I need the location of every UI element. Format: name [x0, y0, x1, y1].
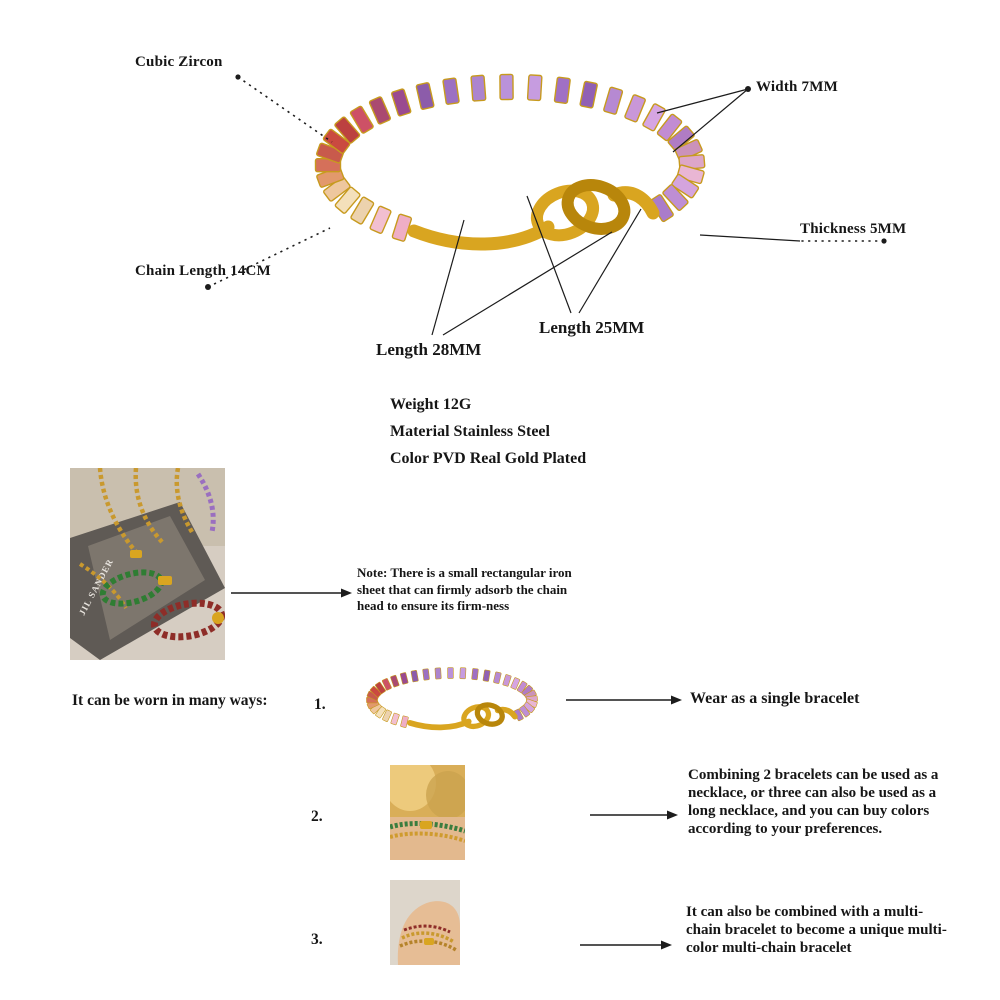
- thickness-dot: [881, 238, 887, 244]
- way1-description: Wear as a single bracelet: [690, 690, 860, 707]
- way1-number: 1.: [314, 696, 326, 713]
- note-arrowhead-icon: [341, 588, 352, 598]
- chain-length-dot: [205, 284, 211, 290]
- way3-description: It can also be combined with a multi-cha…: [686, 904, 947, 956]
- ways-intro: It can be worn in many ways:: [72, 692, 268, 709]
- callout-width: Width 7MM: [756, 79, 838, 95]
- callout-length-28: Length 28MM: [376, 340, 482, 359]
- callout-cubic-zircon: Cubic Zircon: [135, 54, 223, 70]
- product-photo-collage: JIL SANDER: [70, 468, 225, 660]
- way2-description: Combining 2 bracelets can be used as a n…: [688, 767, 939, 837]
- way3-photo: [390, 880, 460, 965]
- way3-number: 3.: [311, 931, 323, 948]
- way1-bracelet-image: [366, 667, 538, 731]
- width-dot: [745, 86, 751, 92]
- way2-arrowhead-icon: [667, 810, 678, 820]
- way2-photo: [390, 765, 465, 860]
- callout-chain-length: Chain Length 14CM: [135, 263, 271, 279]
- thickness-leader-line: [699, 234, 801, 242]
- way2-number: 2.: [311, 808, 323, 825]
- note-text: Note: There is a small rectangular iron …: [357, 565, 572, 614]
- cubic-zircon-dot: [235, 74, 241, 80]
- callout-length-25: Length 25MM: [539, 318, 645, 337]
- callout-thickness: Thickness 5MM: [800, 221, 907, 237]
- main-bracelet-image: [314, 73, 706, 251]
- spec-weight: Weight 12G: [390, 396, 472, 413]
- way1-arrowhead-icon: [671, 695, 682, 705]
- spec-color: Color PVD Real Gold Plated: [390, 450, 587, 467]
- way3-arrowhead-icon: [661, 940, 672, 950]
- spec-material: Material Stainless Steel: [390, 423, 550, 440]
